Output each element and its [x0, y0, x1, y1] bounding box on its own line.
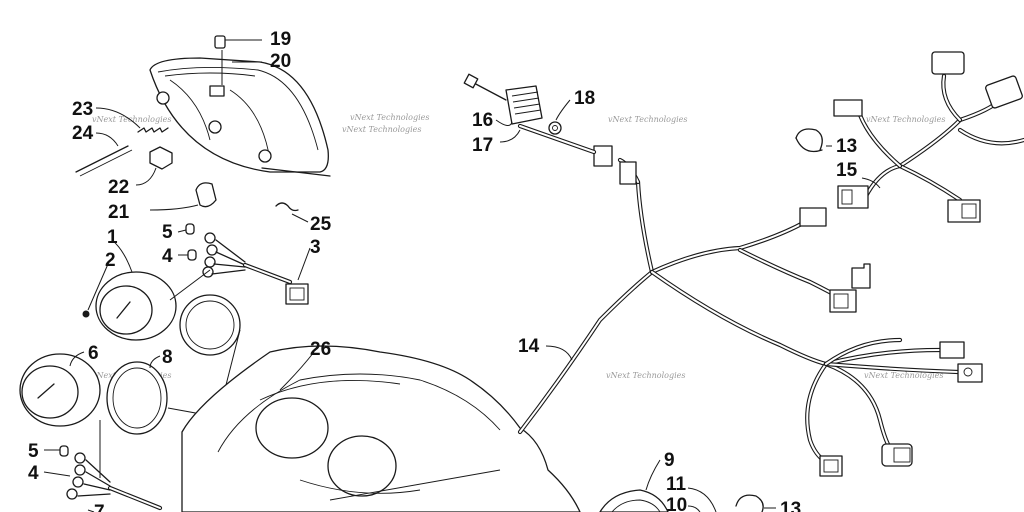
part-19-clip [214, 35, 226, 49]
callout-2: 2 [105, 250, 116, 271]
callout-20: 20 [270, 51, 291, 72]
part-18-nut [548, 121, 562, 135]
speedometer-face [99, 285, 153, 335]
harness-connector [819, 455, 843, 477]
part-17-regulator [505, 85, 543, 125]
part-3-connector [285, 283, 309, 305]
harness-connector [851, 263, 871, 289]
wiring-harness [463, 51, 1024, 512]
harness-connector [957, 363, 983, 383]
part-13-clamp-lower [735, 494, 764, 512]
watermark: vNext Technologies [342, 125, 421, 134]
dash-panel [181, 345, 581, 512]
callout-7: 7 [94, 502, 105, 512]
callout-25: 25 [310, 214, 332, 235]
callout-13: 13 [836, 136, 857, 157]
callout-6: 6 [88, 343, 99, 364]
headlight-assembly [75, 35, 331, 223]
callout-10: 10 [666, 495, 687, 512]
harness-connector [829, 289, 857, 313]
harness-connector [619, 161, 637, 185]
harness-connector [799, 207, 827, 227]
harness-connector [985, 75, 1023, 109]
callout-18: 18 [574, 88, 595, 109]
part-13-clamp-upper [795, 128, 823, 151]
callout-21: 21 [108, 202, 130, 223]
callout-8: 8 [162, 347, 173, 368]
part-24-screw [75, 145, 129, 173]
callout-14: 14 [518, 336, 540, 357]
part-16-bolt [471, 81, 507, 101]
callout-19: 19 [270, 29, 291, 50]
harness-connector [833, 99, 863, 117]
dash-gauge-hole-left [255, 397, 329, 459]
callout-4: 4 [162, 246, 173, 267]
headlight-lens-clip [209, 85, 225, 97]
callout-9: 9 [664, 450, 675, 471]
callout-26: 26 [310, 339, 331, 360]
callout-22: 22 [108, 177, 129, 198]
harness-connector [939, 341, 965, 359]
watermark: vNext Technologies [92, 115, 171, 124]
callout-11: 11 [666, 474, 687, 495]
bulb-sockets-upper [202, 232, 218, 278]
headlight-housing [149, 57, 329, 173]
callout-24: 24 [72, 123, 94, 144]
part-4-bulb-upper [187, 249, 197, 261]
part-5-bulb-lower [59, 445, 69, 457]
watermark: vNext Technologies [350, 113, 429, 122]
part-14-main-harness [517, 269, 655, 435]
headlight-bulb-socket-right [258, 149, 272, 163]
part-9-ring [599, 489, 669, 512]
harness-connector [593, 145, 613, 167]
tachometer-face [21, 365, 79, 419]
watermark: vNext Technologies [866, 115, 945, 124]
harness-connector [931, 51, 965, 75]
part-8-bezel-ring [106, 361, 168, 435]
harness-connector [947, 199, 981, 223]
part-25-clip [275, 202, 299, 212]
bulb-sockets-lower [66, 452, 86, 500]
part-15-connector [837, 185, 869, 209]
watermark: vNext Technologies [608, 115, 687, 124]
callout-5: 5 [162, 222, 173, 243]
callout-5-lower: 5 [28, 441, 39, 462]
callout-labels: 19 20 23 24 22 21 25 1 2 5 4 3 26 6 8 5 … [28, 29, 858, 512]
gauge-assembly [19, 223, 361, 512]
callout-3: 3 [310, 237, 321, 258]
harness-connector [881, 443, 913, 467]
callout-13-lower: 13 [780, 499, 801, 512]
callout-4-lower: 4 [28, 463, 39, 484]
watermark: vNext Technologies [606, 371, 685, 380]
part-5-bulb-upper [185, 223, 195, 235]
part-23-spring [137, 127, 169, 133]
part-2-bulb [82, 310, 90, 318]
headlight-adjuster-left [156, 91, 170, 105]
bezel-ring-upper [179, 294, 241, 356]
headlight-bulb-socket-left [208, 120, 222, 134]
watermark: vNext Technologies [864, 371, 943, 380]
callout-1: 1 [107, 227, 118, 248]
callout-15: 15 [836, 160, 858, 181]
part-22-socket [149, 146, 173, 170]
part-21-bulb [195, 182, 217, 208]
callout-17: 17 [472, 135, 493, 156]
callout-16: 16 [472, 110, 493, 131]
part-26-dash-panel [181, 345, 581, 512]
callout-23: 23 [72, 99, 93, 120]
dash-gauge-hole-right [327, 435, 397, 497]
